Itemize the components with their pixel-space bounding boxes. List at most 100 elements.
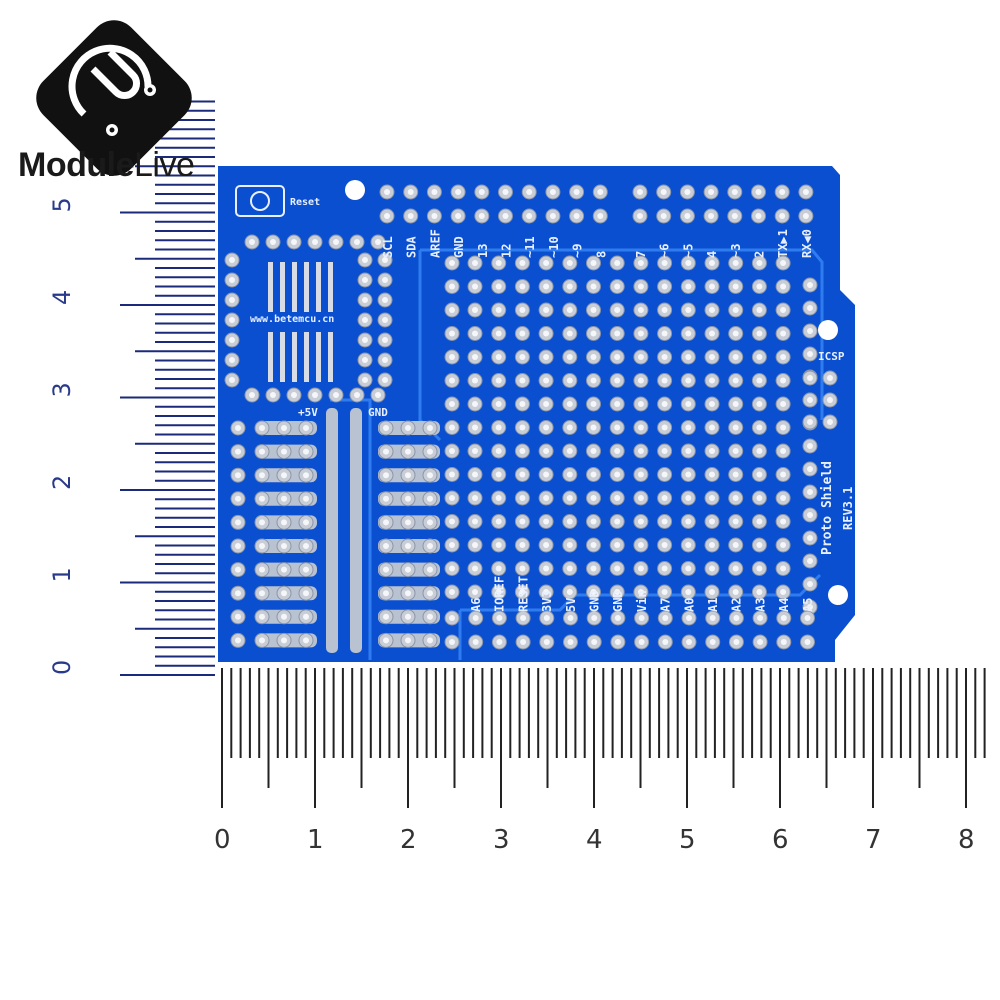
- pcb-hole-center: [449, 354, 455, 360]
- pcb-hole-center: [472, 424, 478, 431]
- pcb-hole-center: [566, 330, 573, 337]
- pcb-hole-center: [802, 189, 809, 195]
- pcb-hole-center: [303, 613, 309, 620]
- pcb-hole-center: [472, 615, 479, 621]
- pcb-hole-center: [405, 543, 411, 549]
- pcb-hole-center: [591, 639, 598, 645]
- pcb-hole-center: [661, 448, 668, 454]
- pcb-hole-center: [520, 615, 527, 621]
- pcb-hole-center: [591, 615, 598, 621]
- pcb-hole-center: [229, 357, 235, 363]
- pcb-hole-center: [637, 354, 644, 360]
- pcb-hole-center: [405, 637, 411, 644]
- pcb-hole-center: [449, 495, 455, 501]
- pcb-hole-center: [590, 260, 597, 266]
- pin-label: ~6: [658, 244, 672, 258]
- pcb-hole-center: [472, 330, 478, 337]
- pcb-hole-center: [804, 639, 811, 645]
- pcb-hole-center: [449, 330, 455, 337]
- pcb-hole-center: [427, 472, 433, 479]
- pcb-hole-center: [472, 448, 478, 454]
- ruler-label: 7: [865, 825, 882, 855]
- pin-label: GND: [611, 590, 625, 612]
- pcb-hole-center: [807, 375, 813, 381]
- pcb-hole-center: [495, 471, 502, 478]
- modulelive-logo: [36, 20, 192, 176]
- pcb-hole-center: [566, 518, 573, 525]
- smd-pad: [268, 262, 273, 312]
- ruler-label: 1: [307, 825, 324, 855]
- pcb-hole-center: [281, 566, 287, 573]
- pcb-hole-center: [229, 257, 235, 263]
- smd-pad: [316, 262, 321, 312]
- pcb-hole-center: [449, 401, 455, 407]
- pcb-hole-center: [303, 448, 309, 455]
- pcb-hole-center: [780, 448, 787, 454]
- pcb-hole-center: [709, 518, 715, 525]
- pcb-hole-center: [732, 448, 739, 454]
- ruler-label: 0: [48, 660, 76, 675]
- pcb-hole-center: [827, 375, 833, 381]
- pcb-hole-center: [449, 260, 455, 266]
- pcb-hole-center: [566, 448, 573, 454]
- pcb-hole-center: [590, 377, 597, 384]
- pcb-hole-center: [495, 448, 502, 454]
- pcb-hole-center: [731, 189, 738, 195]
- pcb-hole-center: [684, 189, 691, 195]
- pcb-hole-center: [449, 615, 455, 621]
- pcb-hole-center: [685, 495, 692, 501]
- pcb-hole-center: [495, 283, 502, 290]
- pcb-hole-center: [637, 424, 644, 431]
- pcb-hole-center: [780, 589, 787, 595]
- pcb-hole-center: [661, 377, 668, 384]
- pcb-hole-center: [303, 637, 309, 644]
- pcb-hole-center: [235, 425, 241, 431]
- pcb-hole-center: [732, 330, 739, 337]
- pcb-hole-center: [235, 613, 241, 620]
- pcb-hole-center: [614, 565, 621, 572]
- pcb-hole-center: [731, 213, 738, 219]
- pcb-hole-center: [756, 542, 763, 548]
- pcb-hole-center: [427, 637, 433, 644]
- pcb-hole-center: [472, 307, 478, 313]
- pcb-hole-center: [780, 283, 787, 290]
- pcb-hole-center: [405, 566, 411, 573]
- ground-label: GND: [368, 406, 388, 419]
- pcb-hole-center: [732, 495, 739, 501]
- pcb-hole-center: [235, 590, 241, 597]
- pcb-hole-center: [732, 518, 739, 525]
- pcb-hole-center: [495, 260, 502, 266]
- ground-rail: [350, 408, 362, 653]
- pcb-hole-center: [807, 489, 813, 495]
- pin-label: RX◀0: [800, 229, 814, 258]
- pcb-hole-center: [732, 542, 739, 548]
- pcb-hole-center: [566, 354, 573, 360]
- pcb-hole-center: [519, 260, 526, 266]
- pcb-hole-center: [496, 615, 503, 621]
- pin-label: AREF: [428, 229, 442, 258]
- pcb-hole-center: [362, 257, 368, 263]
- pcb-hole-center: [472, 471, 478, 478]
- pcb-hole-center: [303, 566, 309, 573]
- pcb-hole-center: [455, 189, 462, 195]
- pcb-hole-center: [661, 495, 668, 501]
- pcb-hole-center: [590, 471, 597, 478]
- pcb-hole-center: [543, 518, 550, 525]
- pcb-hole-center: [566, 401, 573, 407]
- pcb-hole-center: [807, 604, 813, 610]
- pcb-hole-center: [637, 377, 644, 384]
- pcb-hole-center: [637, 307, 644, 313]
- pin-label: 12: [500, 244, 514, 258]
- pcb-hole-center: [259, 543, 265, 549]
- pcb-hole-center: [543, 639, 550, 645]
- pin-label: ~10: [547, 236, 561, 258]
- pcb-hole-center: [543, 495, 550, 501]
- pcb-hole-center: [614, 589, 621, 595]
- pcb-hole-center: [614, 354, 621, 360]
- pin-label: TX▶1: [776, 229, 790, 258]
- pcb-hole-center: [807, 328, 813, 334]
- pcb-hole-center: [637, 565, 644, 572]
